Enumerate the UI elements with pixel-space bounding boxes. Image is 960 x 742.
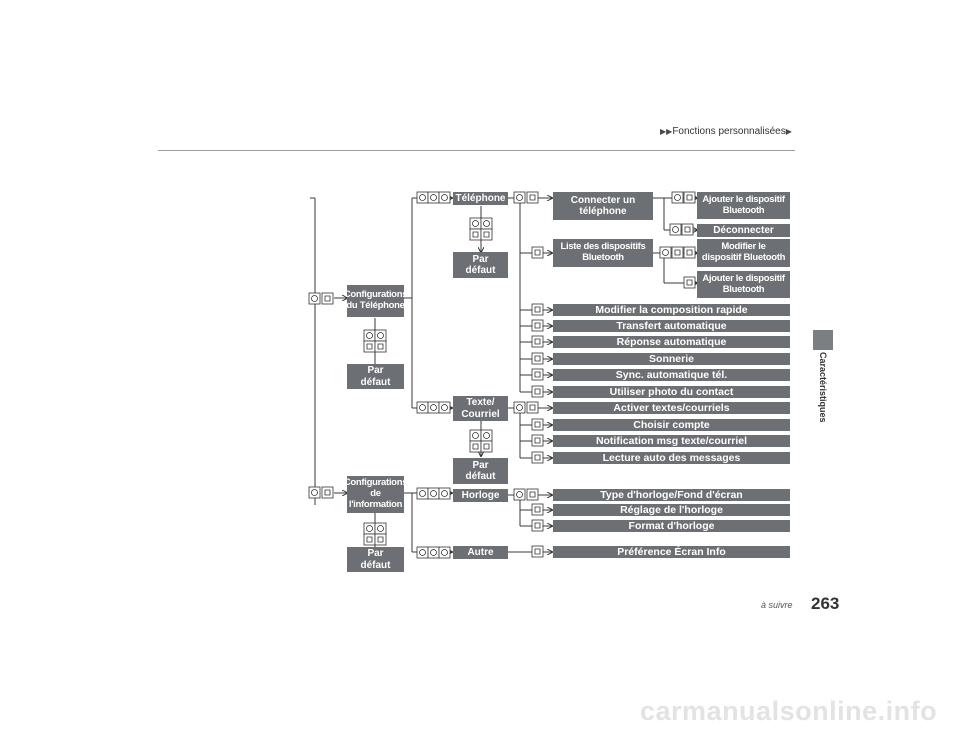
item-disconnect[interactable]: Déconnecter [697,224,790,237]
menu-phone-settings[interactable]: Configurations du Téléphone [344,285,407,317]
item-clock-format[interactable]: Format d'horloge [553,520,790,532]
item-auto-transfer[interactable]: Transfert automatique [553,320,790,332]
breadcrumb-text: Fonctions personnalisées [672,126,786,137]
continue-label: à suivre [761,600,793,610]
item-ringtone[interactable]: Sonnerie [553,353,790,365]
item-auto-read[interactable]: Lecture auto des messages [553,452,790,464]
item-speed-dial[interactable]: Modifier la composition rapide [553,304,790,316]
item-auto-sync[interactable]: Sync. automatique tél. [553,369,790,381]
item-clock-adjust[interactable]: Réglage de l'horloge [553,504,790,516]
menu-phone-default[interactable]: Par défaut [347,364,404,389]
item-edit-bt-device[interactable]: Modifier le dispositif Bluetooth [697,239,790,267]
item-use-contact-photo[interactable]: Utiliser photo du contact [553,386,790,398]
group-telephone-default[interactable]: Par défaut [453,252,508,278]
double-arrow-icon: ▶▶ [660,127,673,136]
group-clock[interactable]: Horloge [453,489,508,502]
menu-info-default[interactable]: Par défaut [347,547,404,572]
group-text-default[interactable]: Par défaut [453,458,508,484]
breadcrumb: ▶▶Fonctions personnalisées▶ [660,126,792,137]
item-add-bt-device[interactable]: Ajouter le dispositif Bluetooth [697,192,790,219]
group-other[interactable]: Autre [453,546,508,559]
item-bt-device-list[interactable]: Liste des dispositifs Bluetooth [553,239,653,267]
knob-icon [308,486,334,499]
section-tab-marker [813,330,833,350]
menu-info-settings[interactable]: Configurations de l'information [344,476,407,513]
item-info-screen-preference[interactable]: Préférence Écran Info [553,546,790,558]
item-enable-text[interactable]: Activer textes/courriels [553,402,790,414]
header-divider [158,150,795,151]
watermark: carmanualsonline.info [640,696,938,726]
item-connect-phone[interactable]: Connecter un téléphone [553,192,653,220]
item-text-notification[interactable]: Notification msg texte/courriel [553,435,790,447]
group-text-email[interactable]: Texte/ Courriel [453,396,508,421]
arrow-icon: ▶ [785,127,792,136]
knob-icon [308,292,334,305]
item-select-account[interactable]: Choisir compte [553,419,790,431]
item-add-bt-device-2[interactable]: Ajouter le dispositif Bluetooth [697,271,790,298]
item-auto-answer[interactable]: Réponse automatique [553,336,790,348]
page-number: 263 [811,594,840,613]
group-telephone[interactable]: Téléphone [453,192,508,205]
item-clock-type[interactable]: Type d'horloge/Fond d'écran [553,489,790,501]
